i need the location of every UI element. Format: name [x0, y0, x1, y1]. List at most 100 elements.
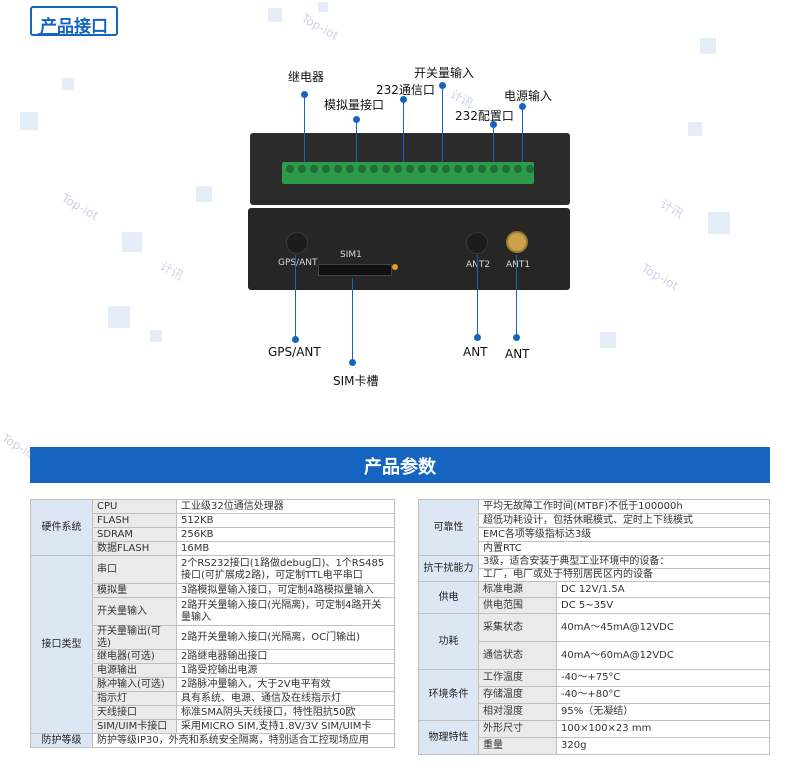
table-value: 3级，适合安装于典型工业环境中的设备： — [478, 555, 770, 569]
table-row: 模拟量 3路模拟量输入接口，可定制4路模拟量输入 — [31, 583, 395, 598]
table-value: 40mA～45mA@12VDC — [556, 613, 770, 642]
table-value: 2路开关量输入接口(光隔离)，可定制4路开关量输入 — [176, 597, 395, 626]
terminal-pin — [490, 165, 498, 173]
terminal-pin — [466, 165, 474, 173]
status-led — [392, 264, 398, 270]
terminal-pin — [346, 165, 354, 173]
table-key: 工作温度 — [478, 669, 557, 687]
table-value: DC 12V/1.5A — [556, 581, 770, 598]
table-value: 防护等级IP30，外壳和系统安全隔离，特别适合工控现场应用 — [92, 733, 395, 748]
table-row: 电源输出 1路受控输出电源 — [31, 663, 395, 678]
callout-line — [522, 106, 523, 162]
decor-square — [108, 306, 130, 328]
table-row: 脉冲输入(可选) 2路脉冲量输入，大于2V电平有效 — [31, 677, 395, 692]
watermark-text: Top-iot — [639, 260, 681, 294]
table-key: 供电范围 — [478, 597, 557, 614]
params-title: 产品参数 — [364, 457, 436, 478]
table-value: 95%（无凝结） — [556, 703, 770, 721]
table-row: 开关量输入 2路开关量输入接口(光隔离)，可定制4路开关量输入 — [31, 597, 395, 626]
ant2-device-label: ANT2 — [466, 260, 491, 270]
table-key: 模拟量 — [92, 583, 177, 598]
table-key: CPU — [92, 499, 177, 514]
decor-square — [20, 112, 38, 130]
callout-rs232-comm: 232通信口 — [376, 83, 435, 97]
callout-line — [304, 94, 305, 162]
table-key: SDRAM — [92, 527, 177, 542]
terminal-pin — [502, 165, 510, 173]
table-value: 2路继电器输出接口 — [176, 649, 395, 664]
table-key: 重量 — [478, 737, 557, 755]
terminal-pin — [286, 165, 294, 173]
table-value: 超低功耗设计，包括休眠模式、定时上下线模式 — [478, 513, 770, 528]
decor-square — [122, 232, 142, 252]
table-value: 1路受控输出电源 — [176, 663, 395, 678]
table-row: 内置RTC — [419, 541, 770, 556]
callout-line — [442, 85, 443, 162]
callout-dot — [474, 334, 481, 341]
table-category: 接口类型 — [30, 555, 93, 734]
decor-square — [318, 2, 328, 12]
table-category: 可靠性 — [418, 499, 479, 556]
callout-line — [352, 278, 353, 362]
table-row: 防护等级 防护等级IP30，外壳和系统安全隔离，特别适合工控现场应用 — [30, 733, 395, 748]
terminal-pin — [310, 165, 318, 173]
terminal-pin — [514, 165, 522, 173]
params-banner: 产品参数 — [30, 447, 770, 483]
callout-power-in: 电源输入 — [504, 89, 553, 103]
callout-analog: 模拟量接口 — [324, 98, 385, 112]
table-row: 抗干扰能力 3级，适合安装于典型工业环境中的设备： — [418, 555, 770, 582]
terminal-pin — [454, 165, 462, 173]
right-spec-table: 可靠性 平均无故障工作时间(MTBF)不低于100000h 超低功耗设计，包括休… — [418, 499, 770, 755]
table-row: 可靠性 平均无故障工作时间(MTBF)不低于100000h — [418, 499, 770, 556]
terminal-pin — [442, 165, 450, 173]
callout-line — [516, 255, 517, 337]
table-category: 供电 — [418, 581, 479, 614]
table-value: 3路模拟量输入接口，可定制4路模拟量输入 — [176, 583, 395, 598]
table-row: 指示灯 具有系统、电源、通信及在线指示灯 — [31, 691, 395, 706]
left-spec-table: 硬件系统 CPU 工业级32位通信处理器 FLASH 512KB SDRAM 2… — [30, 499, 395, 748]
table-category: 硬件系统 — [30, 499, 93, 556]
ant1-sma-connector — [506, 231, 528, 253]
table-key: 电源输出 — [92, 663, 177, 678]
table-key: 相对湿度 — [478, 703, 557, 721]
table-value: 320g — [556, 737, 770, 755]
table-key: 数据FLASH — [92, 541, 177, 556]
terminal-pin — [298, 165, 306, 173]
terminal-pin — [430, 165, 438, 173]
callout-dot — [292, 336, 299, 343]
table-category: 功耗 — [418, 613, 479, 670]
table-value: DC 5~35V — [556, 597, 770, 614]
table-row: EMC各项等级指标达3级 — [419, 527, 770, 542]
table-key: 指示灯 — [92, 691, 177, 706]
callout-line — [493, 124, 494, 162]
table-category: 环境条件 — [418, 669, 479, 721]
watermark-text: Top-iot — [299, 10, 341, 44]
ant2-port — [466, 232, 488, 254]
decor-square — [700, 38, 716, 54]
section-title: 产品接口 — [40, 17, 108, 37]
section-title-box: 产品接口 — [30, 6, 118, 37]
terminal-pin — [382, 165, 390, 173]
watermark-text: 计讯 — [157, 258, 186, 283]
table-value: 16MB — [176, 541, 395, 556]
table-key: 串口 — [92, 555, 177, 584]
table-value: 标准SMA阴头天线接口，特性阻抗50欧 — [176, 705, 395, 720]
decor-square — [600, 332, 616, 348]
table-row: 超低功耗设计，包括休眠模式、定时上下线模式 — [419, 513, 770, 528]
table-value: 512KB — [176, 513, 395, 528]
table-row: 天线接口 标准SMA阴头天线接口，特性阻抗50欧 — [31, 705, 395, 720]
table-value: 工厂，电厂或处于特别居民区内的设备 — [478, 568, 770, 582]
table-value: 工业级32位通信处理器 — [176, 499, 395, 514]
callout-line — [477, 255, 478, 337]
table-value: 内置RTC — [478, 541, 770, 556]
table-key: 标准电源 — [478, 581, 557, 598]
callout-gps-ant: GPS/ANT — [268, 345, 321, 359]
table-key: 通信状态 — [478, 641, 557, 670]
table-value: 2路开关量输入接口(光隔离，OC门输出) — [176, 625, 395, 650]
table-category: 物理特性 — [418, 720, 479, 755]
table-row: 供电范围 DC 5~35V — [419, 597, 770, 614]
callout-rs232-config: 232配置口 — [455, 109, 514, 123]
table-key: 脉冲输入(可选) — [92, 677, 177, 692]
table-key: 继电器(可选) — [92, 649, 177, 664]
table-row: 环境条件 工作温度 -40～+75°C — [418, 669, 770, 721]
